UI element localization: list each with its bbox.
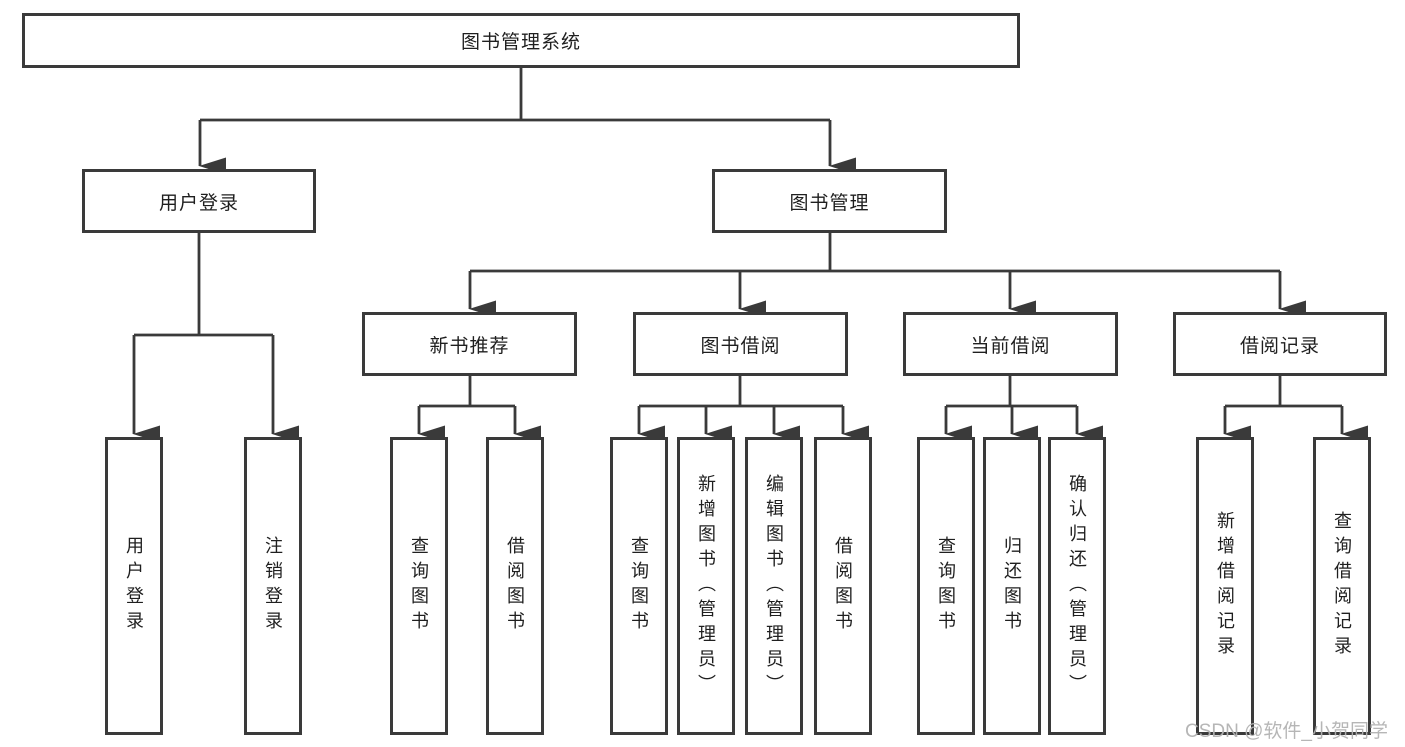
leaf-add-borrow-record: 新增借阅记录 bbox=[1196, 437, 1254, 735]
node-library-management-system: 图书管理系统 bbox=[22, 13, 1020, 68]
csdn-watermark: CSDN @软件_小贺同学 bbox=[1185, 721, 1388, 742]
node-user-login-branch: 用户登录 bbox=[82, 169, 316, 233]
leaf-query-borrow-record: 查询借阅记录 bbox=[1313, 437, 1371, 735]
node-borrowing-records: 借阅记录 bbox=[1173, 312, 1387, 376]
leaf-query-books-recommend-label: 查询图书 bbox=[409, 536, 429, 636]
leaf-add-books-admin-label: 新增图书（管理员） bbox=[696, 473, 716, 699]
leaf-borrow-books-recommend: 借阅图书 bbox=[486, 437, 544, 735]
leaf-edit-books-admin-label: 编辑图书（管理员） bbox=[764, 473, 784, 699]
leaf-user-login-label: 用户登录 bbox=[124, 536, 144, 636]
leaf-query-borrow-record-label: 查询借阅记录 bbox=[1332, 511, 1352, 661]
leaf-borrow-books-borrowing: 借阅图书 bbox=[814, 437, 872, 735]
leaf-add-books-admin: 新增图书（管理员） bbox=[677, 437, 735, 735]
node-current-borrowing: 当前借阅 bbox=[903, 312, 1118, 376]
leaf-query-books-current-label: 查询图书 bbox=[936, 536, 956, 636]
leaf-add-borrow-record-label: 新增借阅记录 bbox=[1215, 511, 1235, 661]
node-book-management: 图书管理 bbox=[712, 169, 947, 233]
leaf-confirm-return-admin: 确认归还（管理员） bbox=[1048, 437, 1106, 735]
leaf-logout: 注销登录 bbox=[244, 437, 302, 735]
leaf-borrow-books-recommend-label: 借阅图书 bbox=[505, 536, 525, 636]
node-book-borrowing: 图书借阅 bbox=[633, 312, 848, 376]
leaf-logout-label: 注销登录 bbox=[263, 536, 283, 636]
leaf-query-books-borrowing-label: 查询图书 bbox=[629, 536, 649, 636]
leaf-borrow-books-borrowing-label: 借阅图书 bbox=[833, 536, 853, 636]
leaf-query-books-recommend: 查询图书 bbox=[390, 437, 448, 735]
leaf-edit-books-admin: 编辑图书（管理员） bbox=[745, 437, 803, 735]
leaf-query-books-current: 查询图书 bbox=[917, 437, 975, 735]
leaf-user-login: 用户登录 bbox=[105, 437, 163, 735]
leaf-return-books-label: 归还图书 bbox=[1002, 536, 1022, 636]
node-new-book-recommendation: 新书推荐 bbox=[362, 312, 577, 376]
leaf-confirm-return-admin-label: 确认归还（管理员） bbox=[1067, 473, 1087, 699]
leaf-return-books: 归还图书 bbox=[983, 437, 1041, 735]
leaf-query-books-borrowing: 查询图书 bbox=[610, 437, 668, 735]
